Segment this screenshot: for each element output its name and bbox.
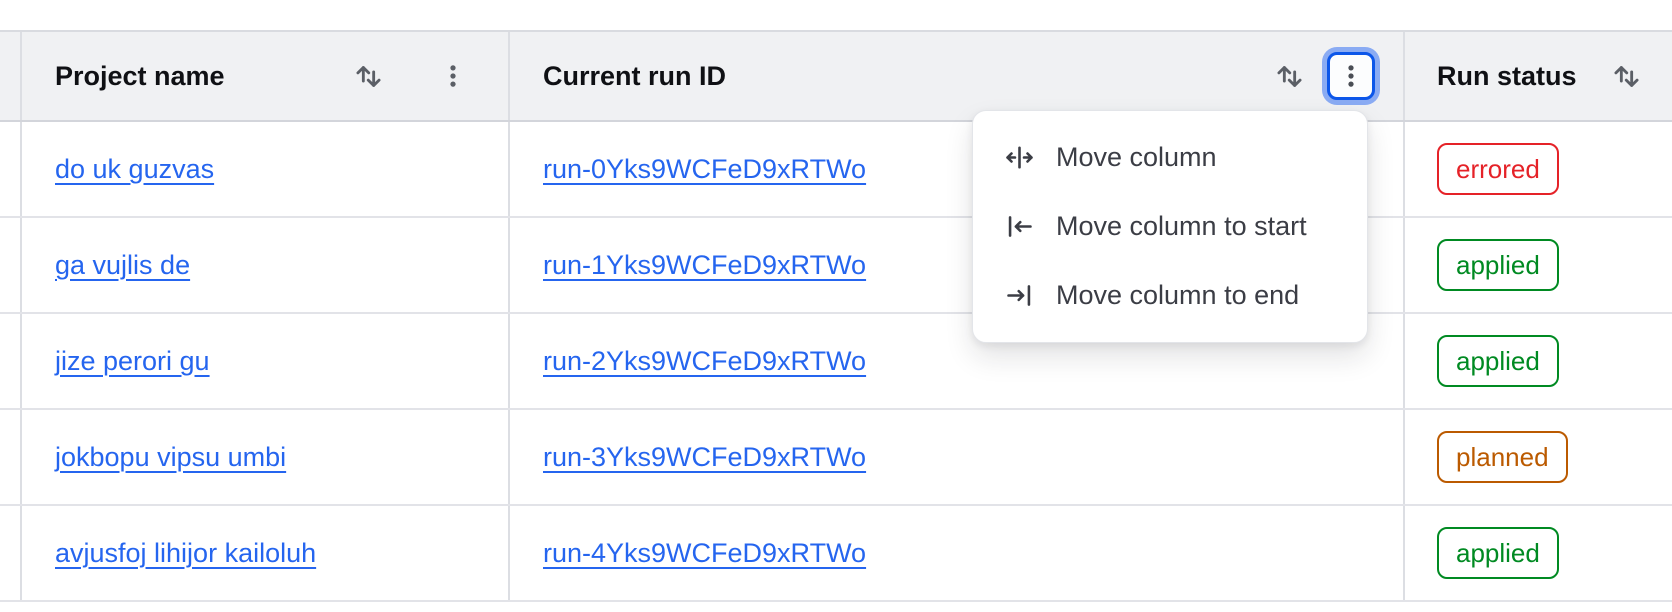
run-status-badge: applied: [1437, 239, 1559, 291]
run-status-badge: errored: [1437, 143, 1559, 195]
row-cell-status: applied: [1405, 314, 1672, 408]
menu-item-label: Move column to end: [1056, 280, 1300, 310]
run-id-link[interactable]: run-0Yks9WCFeD9xRTWo: [543, 153, 867, 184]
menu-item-move-column-to-end[interactable]: Move column to end: [973, 261, 1367, 330]
row-cell-run-id: run-4Yks9WCFeD9xRTWo: [510, 506, 1405, 600]
project-name-column-menu-button[interactable]: [438, 61, 468, 91]
menu-item-label: Move column to start: [1056, 211, 1307, 241]
project-link[interactable]: ga vujlis de: [55, 249, 191, 280]
run-status-sort-button[interactable]: [1611, 61, 1642, 92]
column-label-run-status: Run status: [1437, 60, 1577, 91]
table-body: do uk guzvas run-0Yks9WCFeD9xRTWo errored g…: [0, 122, 1672, 602]
move-column-to-end-icon: [1004, 280, 1035, 311]
row-cell-status: applied: [1405, 218, 1672, 312]
table-row: ga vujlis de run-1Yks9WCFeD9xRTWo applied: [0, 218, 1672, 314]
row-cell-project: jize perori gu: [22, 314, 510, 408]
table-row: do uk guzvas run-0Yks9WCFeD9xRTWo errored: [0, 122, 1672, 218]
row-cell-run-id: run-0Yks9WCFeD9xRTWo: [510, 122, 1405, 216]
header-cell-leading: [0, 32, 22, 120]
project-link[interactable]: do uk guzvas: [55, 153, 215, 184]
move-column-to-start-icon: [1004, 211, 1035, 242]
menu-item-move-column-to-start[interactable]: Move column to start: [973, 192, 1367, 261]
header-cell-project-name: Project name: [22, 32, 510, 120]
menu-item-label: Move column: [1056, 142, 1217, 172]
current-run-id-sort-button[interactable]: [1274, 61, 1305, 92]
row-cell-run-id: run-1Yks9WCFeD9xRTWo: [510, 218, 1405, 312]
run-id-link[interactable]: run-3Yks9WCFeD9xRTWo: [543, 441, 867, 472]
current-run-id-column-menu-button[interactable]: [1327, 52, 1375, 100]
row-cell-project: avjusfoj lihijor kailoluh: [22, 506, 510, 600]
kebab-menu-icon: [1336, 61, 1366, 91]
table-row: jize perori gu run-2Yks9WCFeD9xRTWo applie…: [0, 314, 1672, 410]
projects-runs-table: Project name: [0, 30, 1672, 602]
header-cell-current-run-id: Current run ID: [510, 32, 1405, 120]
sort-arrows-icon: [1274, 61, 1305, 92]
header-cell-run-status: Run status: [1405, 32, 1672, 120]
row-cell-project: jokbopu vipsu umbi: [22, 410, 510, 504]
row-cell-leading: [0, 218, 22, 312]
run-status-badge: applied: [1437, 335, 1559, 387]
project-link[interactable]: jokbopu vipsu umbi: [55, 441, 287, 472]
menu-item-move-column[interactable]: Move column: [973, 123, 1367, 192]
row-cell-leading: [0, 410, 22, 504]
row-cell-project: do uk guzvas: [22, 122, 510, 216]
row-cell-status: applied: [1405, 506, 1672, 600]
run-id-link[interactable]: run-2Yks9WCFeD9xRTWo: [543, 345, 867, 376]
row-cell-status: planned: [1405, 410, 1672, 504]
project-link[interactable]: jize perori gu: [55, 345, 210, 376]
sort-arrows-icon: [353, 61, 384, 92]
row-cell-leading: [0, 506, 22, 600]
table-header-row: Project name: [0, 30, 1672, 122]
row-cell-run-id: run-3Yks9WCFeD9xRTWo: [510, 410, 1405, 504]
run-id-link[interactable]: run-4Yks9WCFeD9xRTWo: [543, 537, 867, 568]
row-cell-leading: [0, 314, 22, 408]
row-cell-project: ga vujlis de: [22, 218, 510, 312]
column-label-current-run-id: Current run ID: [543, 60, 727, 91]
row-cell-run-id: run-2Yks9WCFeD9xRTWo: [510, 314, 1405, 408]
sort-arrows-icon: [1611, 61, 1642, 92]
move-column-icon: [1004, 142, 1035, 173]
column-label-project-name: Project name: [55, 60, 225, 91]
row-cell-status: errored: [1405, 122, 1672, 216]
run-id-link[interactable]: run-1Yks9WCFeD9xRTWo: [543, 249, 867, 280]
row-cell-leading: [0, 122, 22, 216]
project-link[interactable]: avjusfoj lihijor kailoluh: [55, 537, 317, 568]
table-row: avjusfoj lihijor kailoluh run-4Yks9WCFeD9…: [0, 506, 1672, 602]
kebab-menu-icon: [438, 61, 468, 91]
run-status-badge: planned: [1437, 431, 1568, 483]
table-row: jokbopu vipsu umbi run-3Yks9WCFeD9xRTWo pl…: [0, 410, 1672, 506]
run-status-badge: applied: [1437, 527, 1559, 579]
project-name-sort-button[interactable]: [353, 61, 384, 92]
column-menu-popover: Move column Move column to start Move co…: [972, 110, 1368, 343]
